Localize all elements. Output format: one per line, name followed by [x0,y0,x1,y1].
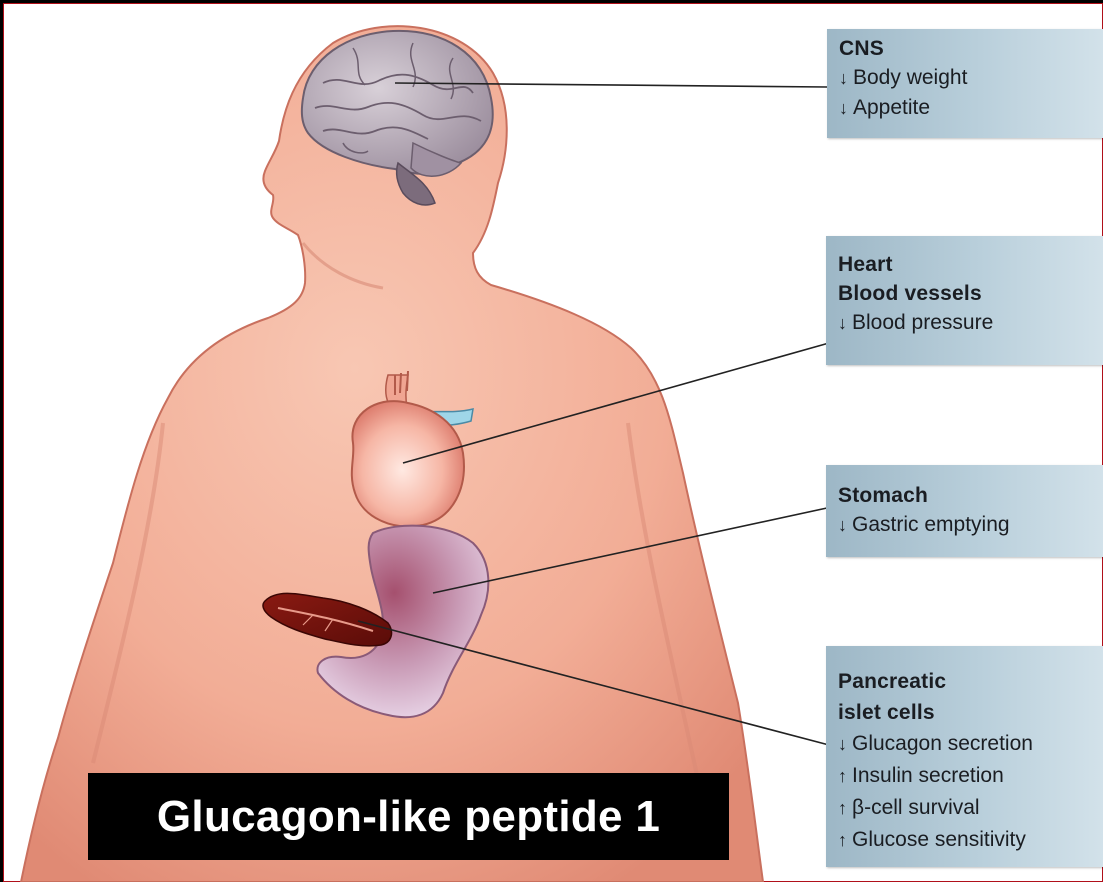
box-title-line: islet cells [838,697,1103,728]
effect-line: ↑Glucose sensitivity [838,824,1103,856]
effect-line: ↓Appetite [839,93,1103,123]
box-title-line: Heart [838,250,1103,279]
arrow-down-icon: ↓ [838,729,852,760]
caption-banner: Glucagon-like peptide 1 [88,773,729,860]
effect-text: Insulin secretion [852,764,1004,787]
effect-line: ↓Gastric emptying [838,510,1103,540]
arrow-up-icon: ↑ [838,793,852,824]
effect-line: ↓Glucagon secretion [838,728,1103,760]
effect-line: ↓Blood pressure [838,308,1103,338]
effect-text: Appetite [853,96,930,119]
cns-effects-box: CNS ↓Body weight ↓Appetite [827,29,1103,138]
diagram-panel: CNS ↓Body weight ↓Appetite Heart Blood v… [3,3,1103,882]
arrow-up-icon: ↑ [838,825,852,856]
arrow-up-icon: ↑ [838,761,852,792]
box-title-line: CNS [839,34,1103,63]
effect-text: Body weight [853,66,967,89]
effect-line: ↑Insulin secretion [838,760,1103,792]
effect-text: Glucose sensitivity [852,828,1026,851]
effect-line: ↓Body weight [839,63,1103,93]
effect-text: β-cell survival [852,796,980,819]
box-title-line: Blood vessels [838,279,1103,308]
box-title-line: Pancreatic [838,666,1103,697]
arrow-down-icon: ↓ [838,309,852,338]
arrow-down-icon: ↓ [839,64,853,93]
arrow-down-icon: ↓ [838,511,852,540]
effect-text: Glucagon secretion [852,732,1033,755]
arrow-down-icon: ↓ [839,94,853,123]
effect-text: Gastric emptying [852,513,1010,536]
heart-effects-box: Heart Blood vessels ↓Blood pressure [826,236,1103,365]
box-title-line: Stomach [838,481,1103,510]
effect-text: Blood pressure [852,311,993,334]
stomach-effects-box: Stomach ↓Gastric emptying [826,465,1103,557]
pancreas-effects-box: Pancreatic islet cells ↓Glucagon secreti… [826,646,1103,867]
effect-line: ↑β-cell survival [838,792,1103,824]
